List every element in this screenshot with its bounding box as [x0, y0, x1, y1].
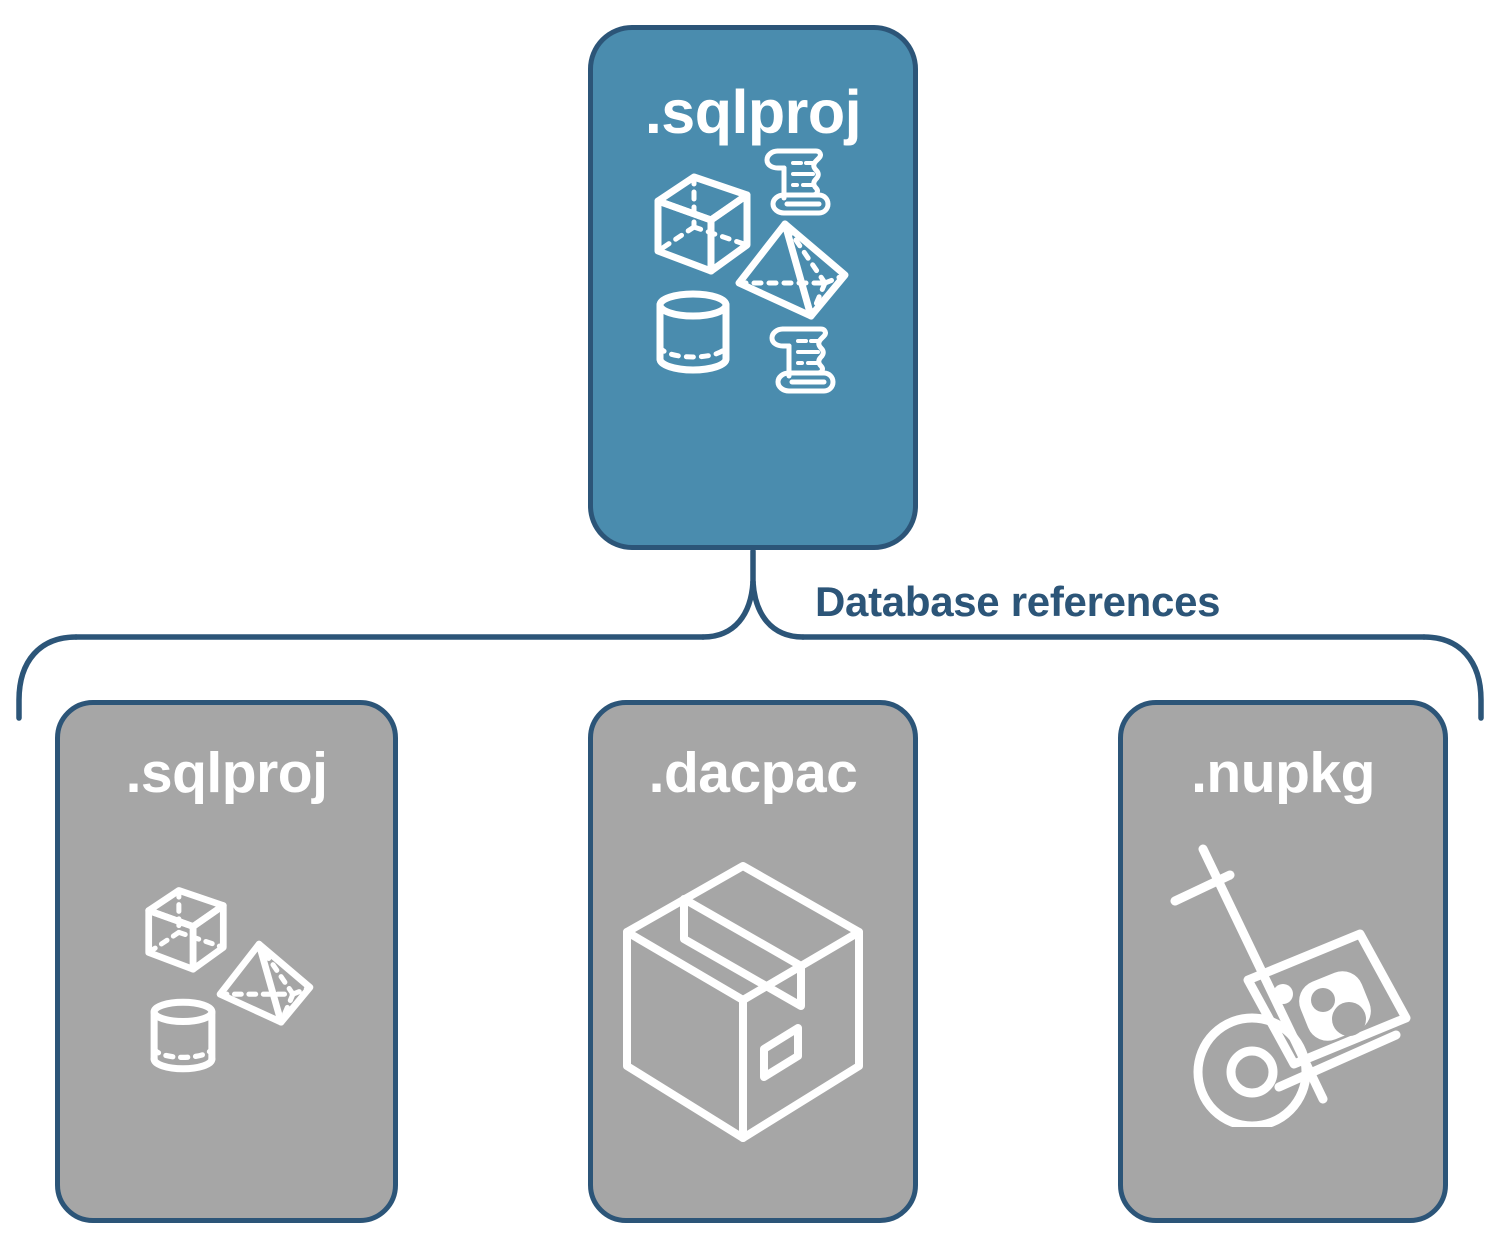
cube-wireframe-icon: [142, 885, 230, 983]
root-icon-group: [593, 143, 913, 545]
cylinder-wireframe-icon: [148, 997, 218, 1079]
node-child-sqlproj[interactable]: .sqlproj: [55, 700, 398, 1223]
node-child-dacpac[interactable]: .dacpac: [588, 700, 918, 1223]
node-root-sqlproj[interactable]: .sqlproj: [588, 25, 918, 550]
scroll-icon: [760, 143, 832, 226]
node-child-sqlproj-label: .sqlproj: [125, 741, 328, 805]
cylinder-wireframe-icon: [653, 288, 733, 381]
cube-wireframe-icon: [650, 171, 755, 286]
node-child-dacpac-label: .dacpac: [648, 741, 858, 805]
child-sqlproj-icon-group: [60, 802, 393, 1218]
pyramid-wireframe-icon: [215, 938, 315, 1035]
child-dacpac-icon-group: [593, 802, 913, 1218]
hand-truck-package-icon: [1153, 837, 1418, 1132]
shipping-box-icon: [621, 860, 866, 1150]
node-root-label: .sqlproj: [644, 78, 862, 146]
child-nupkg-icon-group: [1123, 802, 1443, 1218]
bracket-label: Database references: [815, 578, 1221, 625]
pyramid-wireframe-icon: [733, 217, 851, 330]
node-child-nupkg[interactable]: .nupkg: [1118, 700, 1448, 1223]
scroll-icon: [765, 321, 837, 404]
node-child-nupkg-label: .nupkg: [1191, 741, 1375, 805]
